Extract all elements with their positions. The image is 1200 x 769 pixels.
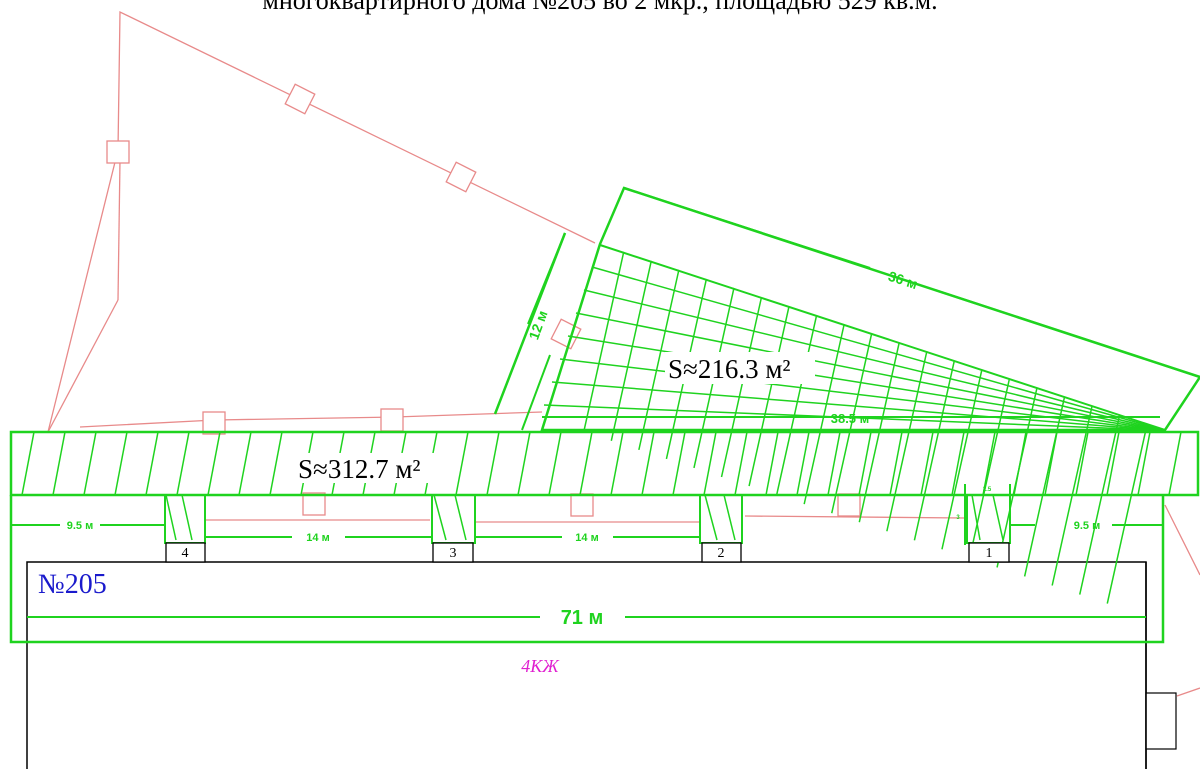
parking-stall-line (858, 431, 872, 496)
parking-row-line (583, 289, 1162, 431)
dimension-total-length: 71 м (561, 607, 604, 629)
dimension-left-gap: 9.5 м (67, 520, 94, 532)
parking-stall-line (21, 431, 35, 496)
parking-stall-line (610, 431, 624, 496)
parking-row-line (567, 335, 1159, 431)
dimension-angled-length: 36 м (886, 268, 919, 292)
parking-stall-line (796, 431, 810, 496)
building-code: 4КЖ (521, 656, 560, 676)
parking-stall-line (486, 431, 500, 496)
parking-stall-line (176, 431, 190, 496)
entrance-label-3: 3 (450, 546, 457, 561)
parking-stall-line (803, 323, 845, 505)
boundary-markers (106, 83, 861, 517)
entrance-markers: 4 3 2 1 (165, 542, 1010, 563)
lower-area-label: S≈312.7 м² (298, 454, 421, 484)
parking-row-line (591, 266, 1164, 431)
dimension-segment-b: 14 м (575, 532, 598, 544)
dimension-lines (11, 187, 1200, 618)
parking-stall-line (638, 269, 680, 451)
upper-area-label: S≈216.3 м² (668, 354, 791, 384)
building-number: №205 (38, 569, 107, 600)
site-boundary (47, 10, 1200, 697)
parking-stall-line (941, 369, 983, 550)
parking-stall-line (748, 305, 790, 487)
parking-stall-line (1079, 414, 1121, 595)
dimension-angled-width: 12 м (525, 308, 550, 342)
upper-parking (493, 186, 1200, 604)
parking-stall-line (52, 431, 66, 496)
parking-stall-line (1137, 431, 1151, 496)
page-title: многоквартирного дома №205 во 2 мкр., пл… (262, 0, 938, 15)
parking-stall-line (1106, 423, 1149, 604)
parking-stall-line (548, 431, 562, 496)
parking-stall-line (145, 431, 159, 496)
parking-row-line (551, 381, 1156, 431)
dimension-upper-base: 38.5 м (831, 411, 870, 426)
parking-stall-line (920, 431, 934, 496)
parking-stall-line (1013, 431, 1027, 496)
parking-stall-line (455, 431, 469, 496)
parking-stall-line (641, 431, 655, 496)
parking-stall-line (827, 431, 841, 496)
parking-stall-line (1023, 396, 1066, 577)
parking-stall-line (889, 431, 903, 496)
parking-stall-line (720, 296, 763, 478)
parking-stall-line (703, 431, 717, 496)
parking-stall-line (1106, 431, 1120, 496)
parking-stall-line (238, 431, 252, 496)
parking-row-line (575, 312, 1161, 431)
dimension-entrance-depth: 3 (956, 515, 960, 521)
parking-stall-line (831, 333, 873, 514)
parking-stall-line (886, 351, 928, 532)
parking-stall-line (517, 431, 531, 496)
parking-stall-line (1044, 431, 1058, 496)
parking-stall-line (951, 431, 965, 496)
parking-stall-line (982, 431, 996, 496)
parking-stall-line (610, 260, 653, 441)
parking-stall-line (913, 360, 956, 541)
parking-stall-line (579, 431, 593, 496)
entrance-label-4: 4 (182, 546, 189, 561)
parking-stall-line (269, 431, 283, 496)
parking-stall-line (672, 431, 686, 496)
parking-stall-line (734, 431, 748, 496)
dimension-segment-a: 14 м (306, 532, 329, 544)
parking-stall-line (1075, 431, 1089, 496)
parking-stall-line (83, 431, 97, 496)
parking-stall-line (207, 431, 221, 496)
entrance-label-2: 2 (718, 546, 725, 561)
dimension-right-gap: 9.5 м (1074, 520, 1101, 532)
parking-stall-line (114, 431, 128, 496)
parking-stall-line (1168, 431, 1182, 496)
parking-stall-line (765, 431, 779, 496)
parking-stall-line (968, 378, 1011, 559)
parking-row-line (559, 358, 1158, 431)
entrance-label-1: 1 (986, 546, 993, 561)
dimension-entrance-width: 2.5 (983, 487, 992, 493)
building-205 (26, 561, 1177, 769)
